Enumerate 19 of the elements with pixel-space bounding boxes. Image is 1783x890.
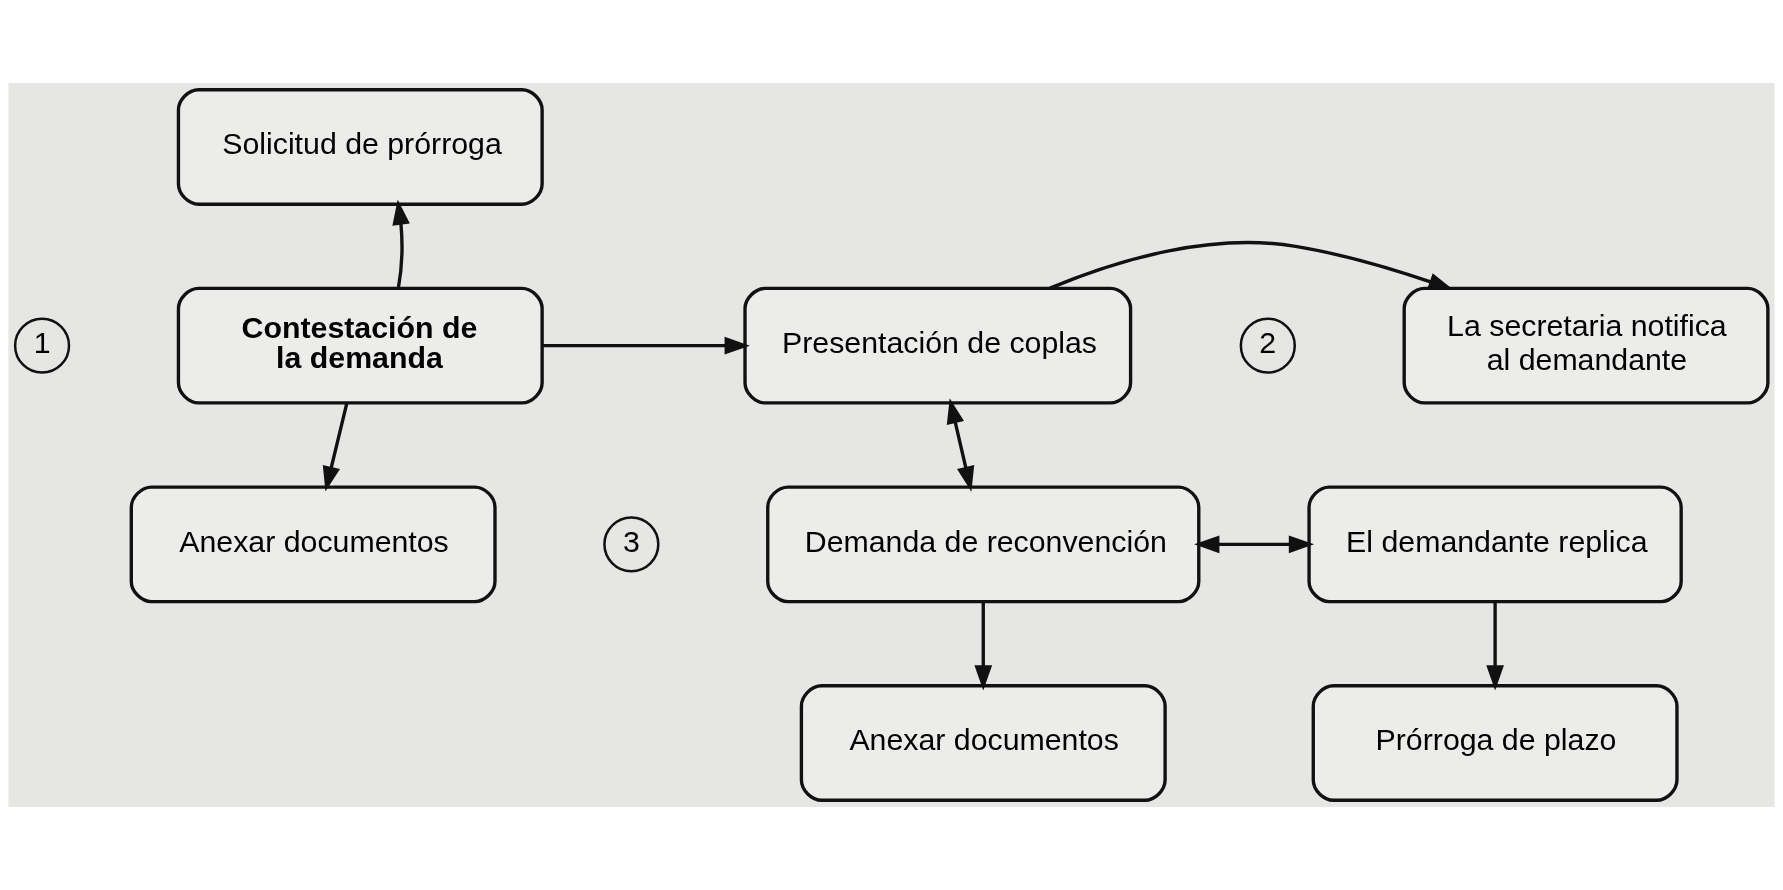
node-box: Presentación de coplas [743,286,1133,405]
node-box: Anexar documentos [129,485,497,604]
arrow [392,199,410,289]
label: 3 [622,524,640,558]
arrow [322,402,349,492]
label: 2 [1259,326,1277,360]
label: 1 [33,326,51,360]
node-box: Anexar documentos [799,684,1167,802]
arrow [542,336,750,355]
node-box: Demanda de reconvención [766,485,1201,604]
node-box: Contestación de la demanda [176,286,544,405]
arrow [1486,602,1504,691]
arrow [1194,535,1315,554]
arrow [946,398,975,492]
node-box: Prórroga de plazo [1311,684,1679,802]
node-box: El demandante replica [1307,485,1683,604]
arrow [974,602,993,691]
node-box: Solicitud de prórroga [176,88,544,206]
node-box: La secretaria notifica al demandante [1402,286,1770,405]
